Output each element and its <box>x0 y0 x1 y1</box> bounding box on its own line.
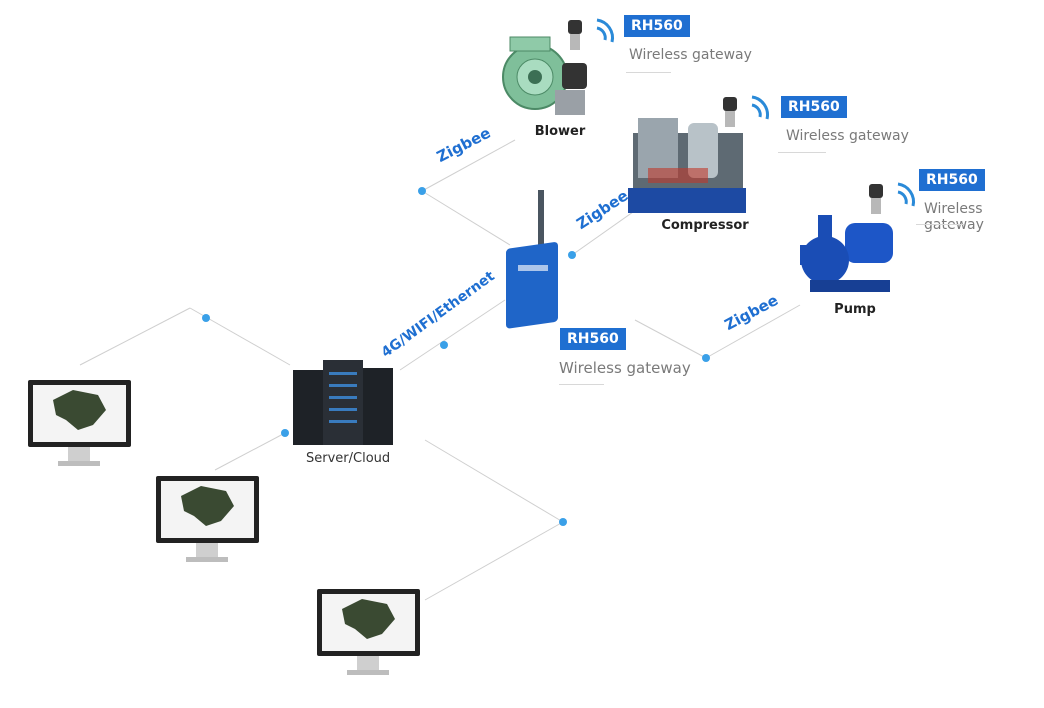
server-monitor1-b <box>79 307 191 366</box>
gateway-subtitle-pump: Wireless gateway <box>924 201 984 233</box>
blower-image <box>502 36 587 115</box>
server-monitor2 <box>214 432 286 471</box>
node-dot <box>202 314 210 322</box>
server-monitor3-a <box>424 439 564 523</box>
subtitle-underline <box>559 384 604 385</box>
gateway-badge-compressor: RH560 <box>781 96 847 118</box>
node-dot <box>440 341 448 349</box>
subtitle-underline <box>916 224 964 225</box>
pump-label: Pump <box>834 302 876 317</box>
gateway-subtitle-compressor: Wireless gateway <box>786 128 909 144</box>
pump-image <box>800 215 893 292</box>
uplink-line <box>399 299 506 371</box>
sensor-icon <box>869 182 915 214</box>
server-image <box>293 360 393 445</box>
blower-label: Blower <box>534 124 586 139</box>
wifi-signal-icon <box>751 95 769 120</box>
blower-link <box>421 139 516 192</box>
node-dot <box>281 429 289 437</box>
monitor-1 <box>28 380 131 466</box>
monitor-3 <box>317 589 420 675</box>
gateway-badge-pump: RH560 <box>919 169 985 191</box>
subtitle-underline <box>778 152 826 153</box>
gateway-badge-main: RH560 <box>560 328 626 350</box>
sensor-icon <box>723 95 769 127</box>
gateway-subtitle-main: Wireless gateway <box>559 359 691 377</box>
compressor-image <box>628 118 746 213</box>
monitor-2 <box>156 476 259 562</box>
antenna-icon <box>538 190 544 255</box>
node-dot <box>418 187 426 195</box>
node-dot <box>568 251 576 259</box>
server-monitor3-b <box>424 521 564 601</box>
node-dot <box>559 518 567 526</box>
node-dot <box>702 354 710 362</box>
blower-gateway-link <box>421 190 511 246</box>
gateway-badge-blower: RH560 <box>624 15 690 37</box>
gateway-device <box>506 190 558 329</box>
gateway-subtitle-blower: Wireless gateway <box>629 47 752 63</box>
wifi-signal-icon <box>596 18 614 43</box>
subtitle-underline <box>626 72 671 73</box>
pump-link <box>705 304 801 359</box>
server-label: Server/Cloud <box>306 451 391 466</box>
wifi-signal-icon <box>897 182 915 207</box>
pump-gateway-link <box>634 319 707 359</box>
sensor-icon <box>568 18 614 50</box>
compressor-label: Compressor <box>661 218 749 233</box>
